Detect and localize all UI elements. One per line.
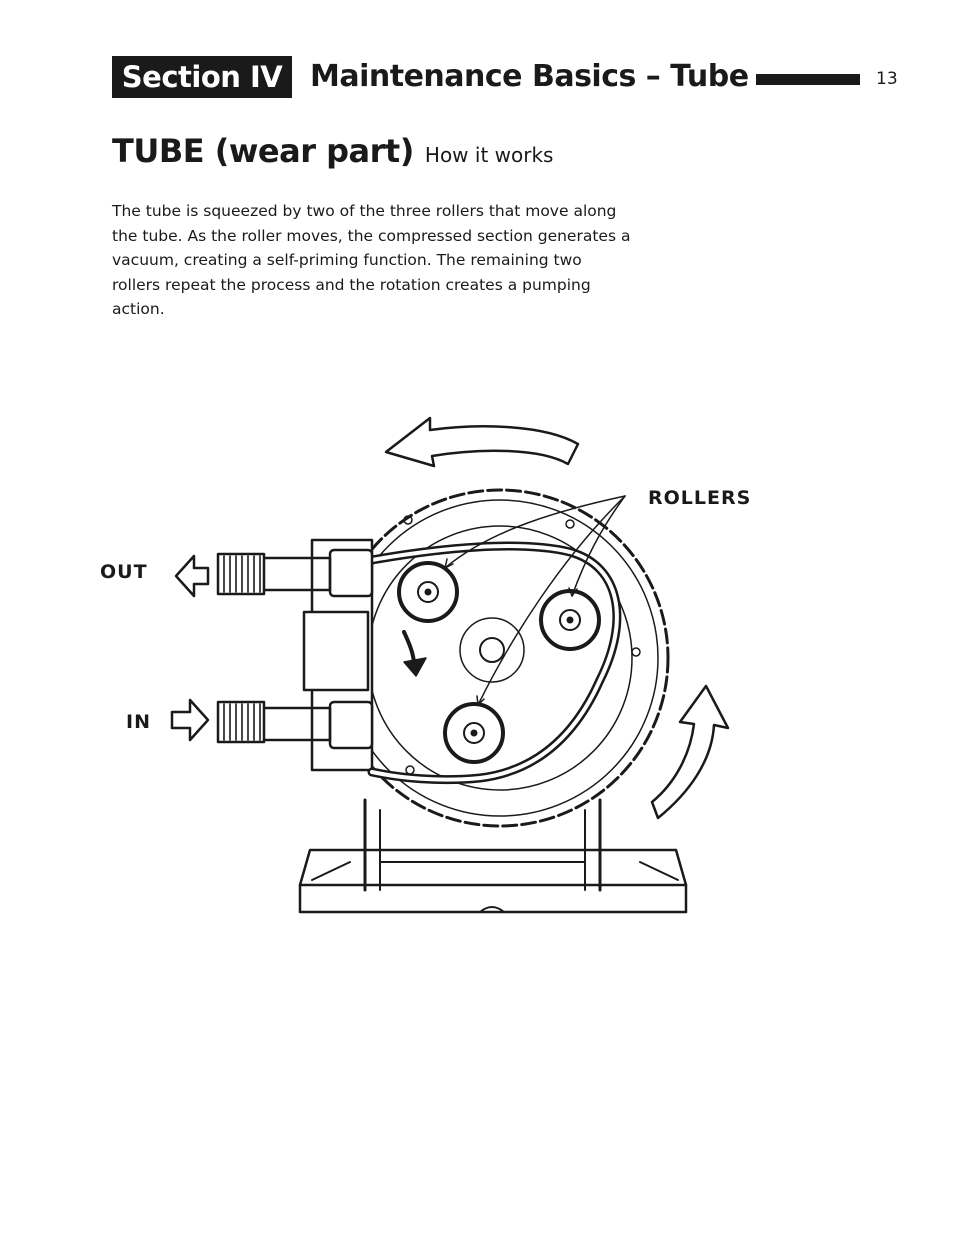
pump-tube	[367, 541, 622, 785]
rotor-direction-arrow	[402, 630, 427, 677]
header-rule	[756, 74, 860, 85]
page-number: 13	[876, 69, 898, 89]
outlet-fitting	[216, 548, 374, 598]
inlet-fitting	[216, 700, 374, 750]
roller-bottom	[443, 702, 505, 764]
body-paragraph: The tube is squeezed by two of the three…	[112, 202, 631, 318]
pump-diagram: ROLLERS OUT IN	[100, 416, 751, 914]
in-label: IN	[126, 711, 151, 733]
section-tab: Section IV	[112, 56, 292, 98]
topic-heading: TUBE (wear part) How it works	[112, 132, 553, 170]
out-label: OUT	[100, 561, 148, 583]
out-arrow	[174, 554, 210, 598]
topic-title: TUBE (wear part)	[112, 132, 414, 170]
rollers-label: ROLLERS	[648, 487, 751, 509]
rotation-arrow-right	[650, 684, 730, 820]
rotor-hub	[459, 617, 525, 683]
header-title: Maintenance Basics – Tube	[310, 59, 749, 94]
roller-right	[539, 589, 601, 651]
rollers-leader-lines	[444, 495, 626, 706]
pump-base	[298, 798, 688, 914]
topic-subtitle: How it works	[424, 143, 554, 167]
section-label: Section IV	[121, 60, 283, 94]
rotation-arrow-top	[384, 416, 580, 468]
in-arrow	[170, 698, 210, 742]
roller-top-left	[397, 561, 459, 623]
